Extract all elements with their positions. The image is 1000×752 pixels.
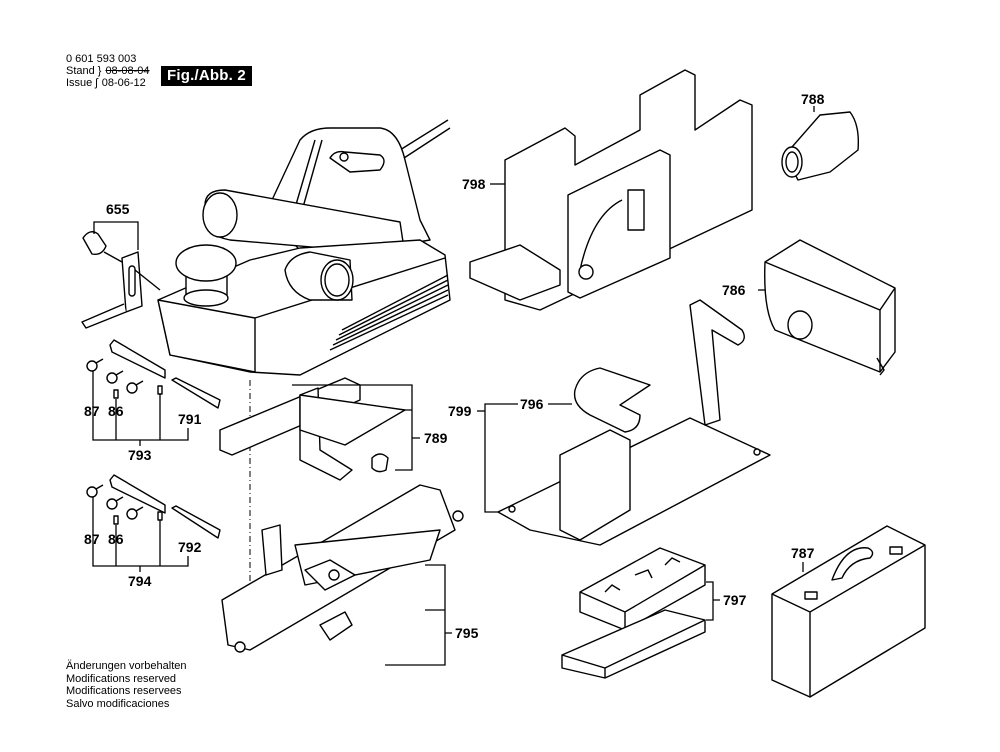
callout-789: 789 xyxy=(424,430,448,446)
callout-796: 796 xyxy=(520,396,544,412)
part-793-illustration xyxy=(86,339,221,446)
callout-86-a: 86 xyxy=(108,403,124,419)
callout-87-b: 87 xyxy=(84,531,100,547)
callout-788: 788 xyxy=(801,91,825,107)
stand-date: 08-08-04 xyxy=(105,65,150,77)
part-797-illustration xyxy=(561,547,720,679)
callout-798: 798 xyxy=(462,176,486,192)
callout-86-b: 86 xyxy=(108,531,124,547)
part-655-illustration xyxy=(81,221,161,329)
modifications-notice: Änderungen vorbehalten Modifications res… xyxy=(66,660,186,710)
issue-label: Issue xyxy=(66,77,93,89)
callout-655: 655 xyxy=(106,201,130,217)
planer-body-illustration xyxy=(157,119,451,376)
part-798-illustration xyxy=(469,69,753,311)
notice-line-en: Modifications reserved xyxy=(66,672,177,685)
callout-797: 797 xyxy=(723,592,747,608)
part-789-illustration xyxy=(219,377,420,650)
callout-87-a: 87 xyxy=(84,403,100,419)
callout-793: 793 xyxy=(128,447,152,463)
part-794-illustration xyxy=(86,474,221,572)
callout-794: 794 xyxy=(128,573,152,589)
issue-date: 08-06-12 xyxy=(101,77,146,89)
notice-line-fr: Modifications reservees xyxy=(66,685,182,697)
callout-792: 792 xyxy=(178,539,202,555)
callout-791: 791 xyxy=(178,411,202,427)
notice-line-es: Salvo modificaciones xyxy=(66,697,170,710)
callout-799: 799 xyxy=(448,403,472,419)
part-799-illustration xyxy=(477,299,771,546)
part-795-illustration xyxy=(221,484,464,666)
figure-label: Fig./Abb. 2 xyxy=(161,66,252,86)
notice-line-de: Änderungen vorbehalten xyxy=(66,660,187,672)
callout-795: 795 xyxy=(455,625,479,641)
document-header: 0 601 593 003 Stand } 08-08-04 Issue ʃ 0… xyxy=(66,53,149,89)
callout-786: 786 xyxy=(722,282,746,298)
part-788-illustration xyxy=(781,106,860,181)
callout-787: 787 xyxy=(791,545,815,561)
part-number: 0 601 593 003 xyxy=(66,53,137,65)
stand-row: Stand } 08-08-04 xyxy=(66,65,150,77)
part-787-illustration xyxy=(771,525,926,698)
stand-label: Stand xyxy=(66,65,95,77)
part-786-illustration xyxy=(758,239,896,376)
issue-row: Issue ʃ 08-06-12 xyxy=(66,77,146,89)
